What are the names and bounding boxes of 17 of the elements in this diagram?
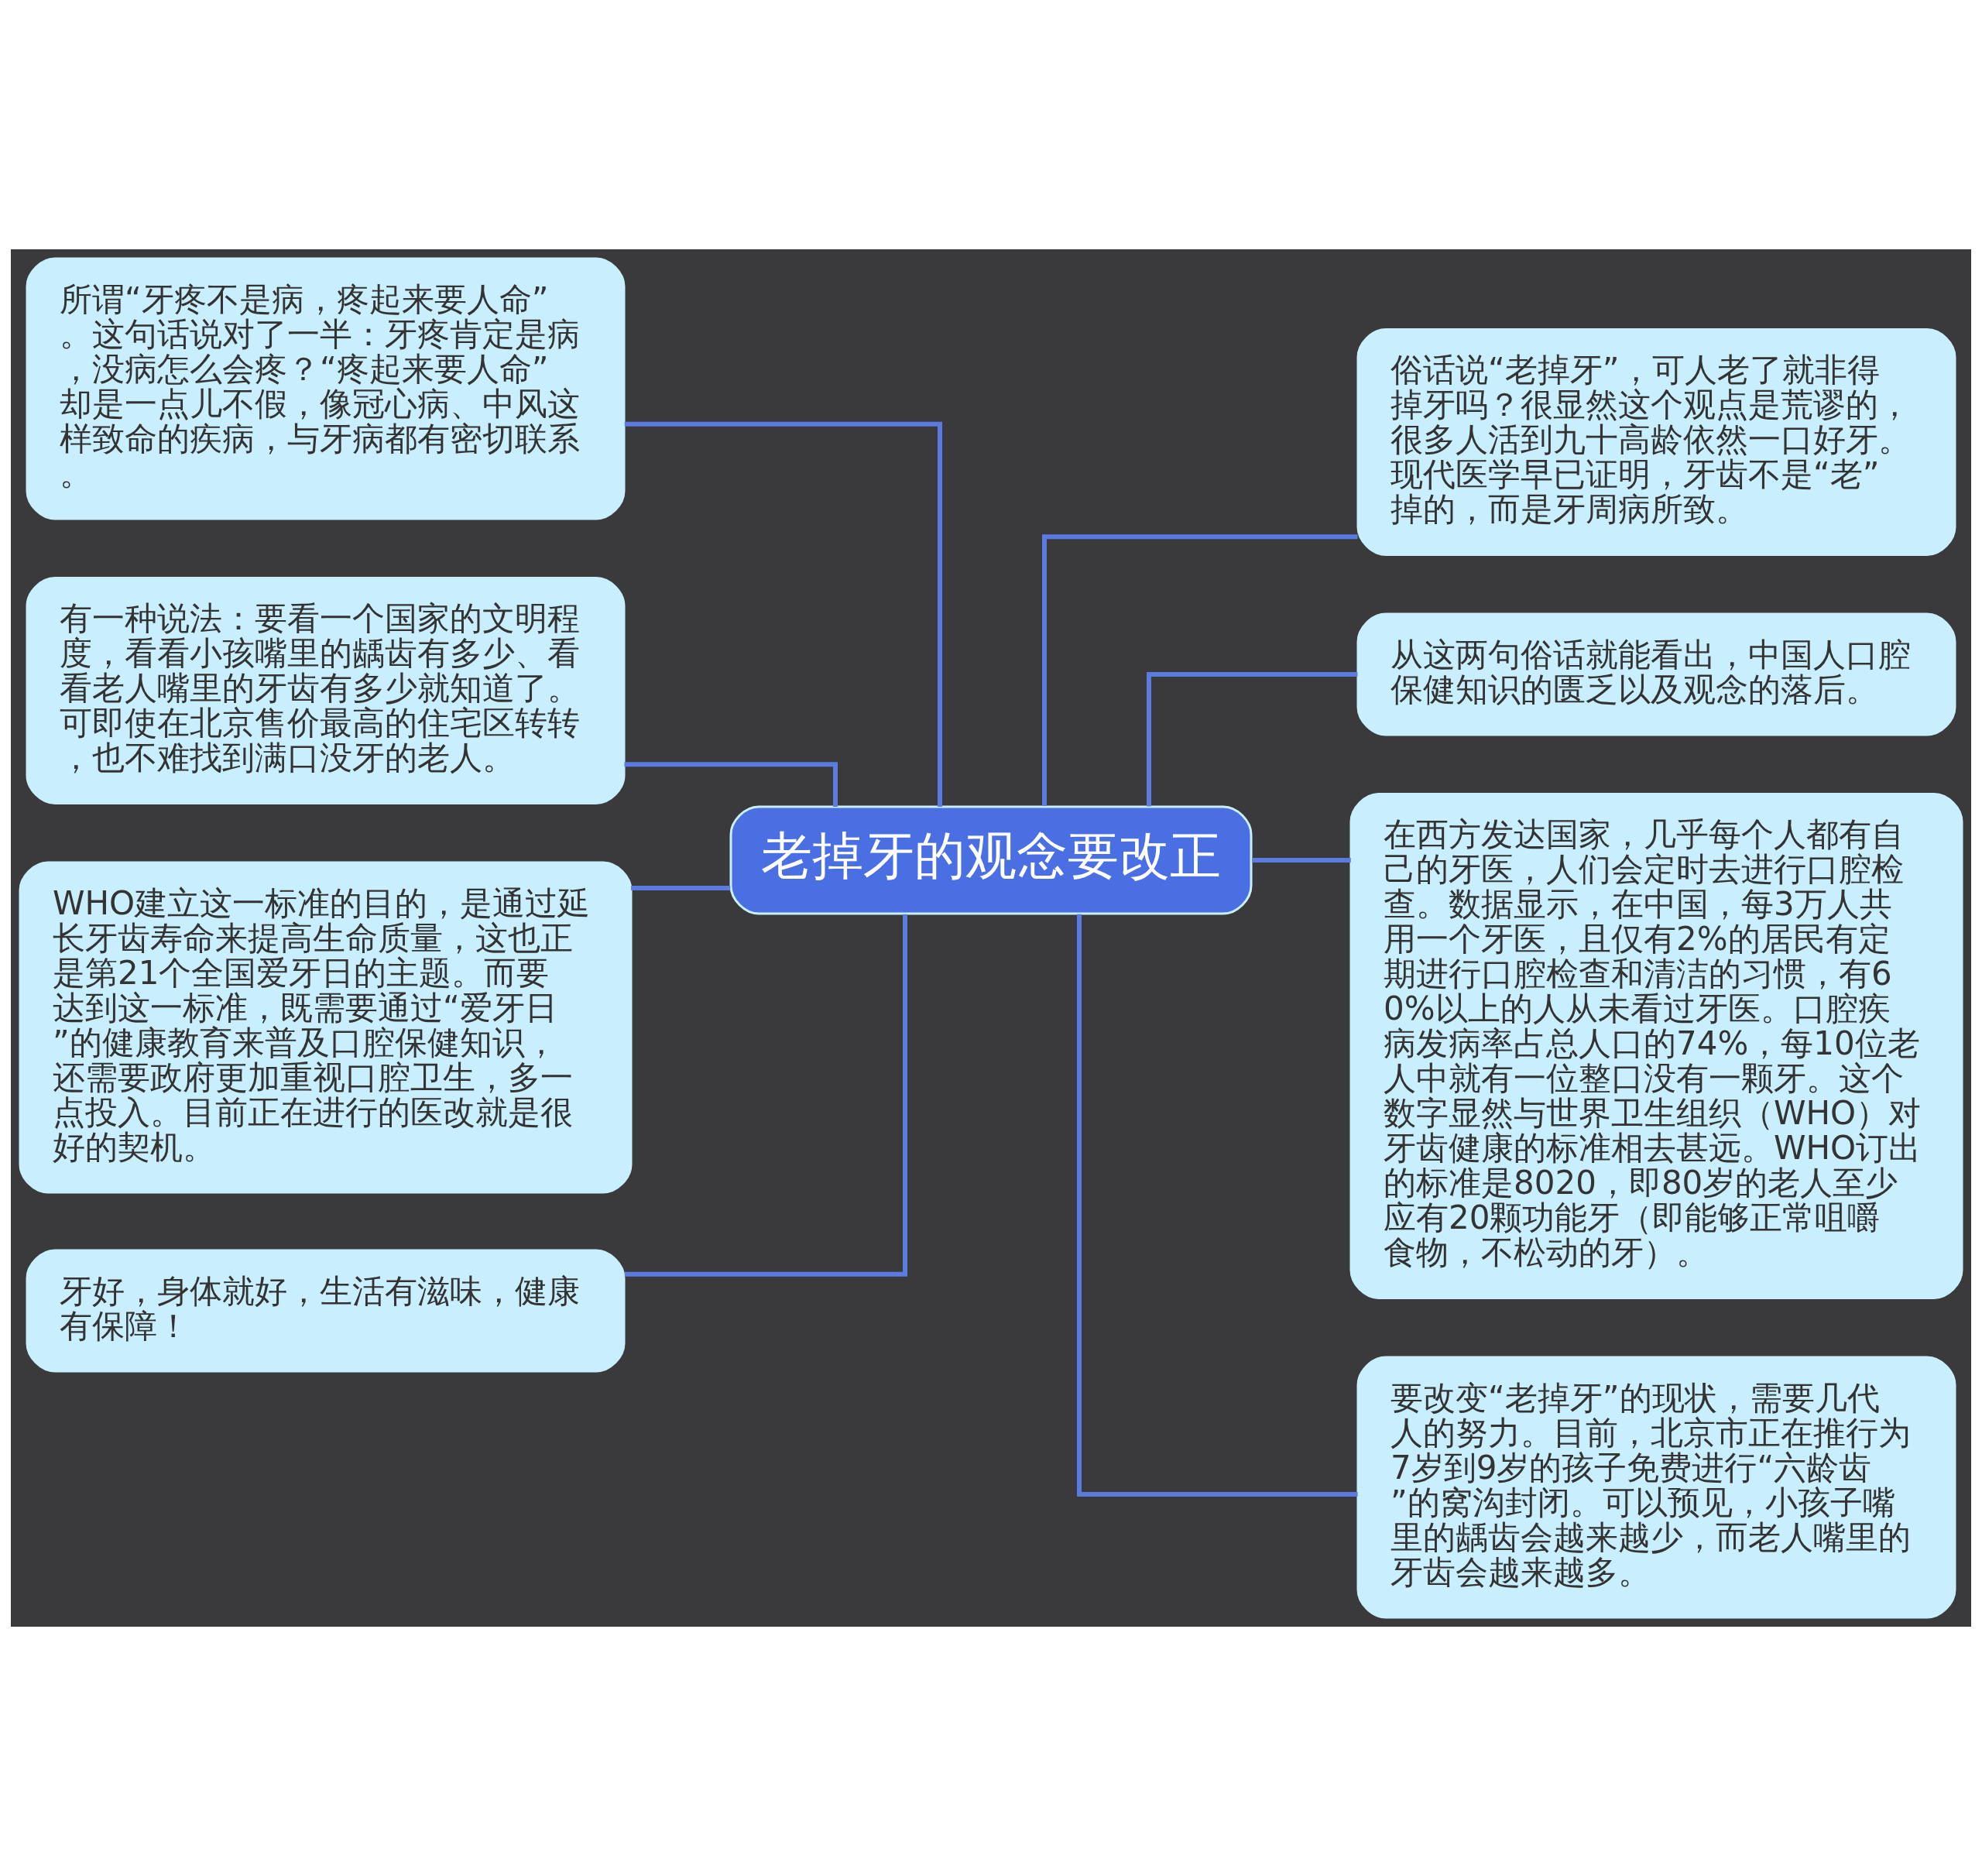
- node-box: 要改变“老掉牙”的现状，需要几代人的努力。目前，北京市正在推行为7岁到9岁的孩子免费进行“六龄齿”的窝沟封闭。可以预见，小孩子嘴里的龋齿会越来越少，而老人嘴里的牙齿会越来越多。: [1356, 1356, 1956, 1619]
- node-box: 有一种说法：要看一个国家的文明程度，看看小孩嘴里的龋齿有多少、看看老人嘴里的牙齿有多少就知道了。可即使在北京售价最高的住宅区转转，也不难找到满口没牙的老人。: [26, 577, 626, 804]
- connector: [624, 421, 942, 807]
- connector: [1077, 914, 1358, 1497]
- connector: [1042, 534, 1358, 807]
- node-box: 从这两句俗话就能看出，中国人口腔保健知识的匮乏以及观念的落后。: [1356, 612, 1956, 736]
- node-box: 俗话说“老掉牙”，可人老了就非得掉牙吗？很显然这个观点是荒谬的，很多人活到九十高龄依然一口好牙。现代医学早已证明，牙齿不是“老”掉的，而是牙周病所致。: [1356, 328, 1956, 556]
- connector: [1147, 672, 1358, 807]
- node-box: 在西方发达国家，几乎每个人都有自己的牙医，人们会定时去进行口腔检查。数据显示，在中国，每3万人共用一个牙医，且仅有2%的居民有定期进行口腔检查和清洁的习惯，有60%以上的人从未看过牙医。口腔疾病发病率占总人口的74%，每10位老人中就有一位整口没有一颗牙。这个数字显然与世界卫生组织（WHO）对牙齿健康的标准相去甚远。WHO订出的标准是8020，即80岁的老人至少应有20颗功能牙（即能够正常咀嚼食物，不松动的牙）。: [1349, 793, 1963, 1299]
- connector: [624, 762, 838, 807]
- connector: [1252, 858, 1351, 863]
- connector: [624, 914, 907, 1277]
- node-box: WHO建立这一标准的目的，是通过延长牙齿寿命来提高生命质量，这也正是第21个全国爱牙日的主题。而要达到这一标准，既需要通过“爱牙日”的健康教育来普及口腔保健知识，还需要政府更加重视口腔卫生，多一点投入。目前正在进行的医改就是很好的契机。: [19, 861, 633, 1194]
- node-box: 所谓“牙疼不是病，疼起来要人命”。这句话说对了一半：牙疼肯定是病，没病怎么会疼？“疼起来要人命”却是一点儿不假，像冠心病、中风这样致命的疾病，与牙病都有密切联系。: [26, 257, 626, 520]
- node-box: 老掉牙的观念要改正: [729, 805, 1253, 915]
- connector: [631, 886, 731, 890]
- node-box: 牙好，身体就好，生活有滋味，健康有保障！: [26, 1249, 626, 1373]
